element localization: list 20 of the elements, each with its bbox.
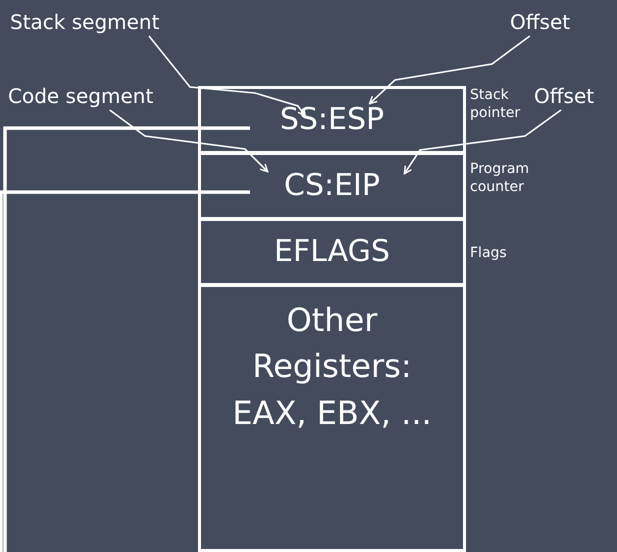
register-name: SS:ESP: [280, 101, 384, 140]
side-label: Program counter: [470, 160, 530, 196]
leader-line: [148, 36, 306, 117]
register-box: [198, 152, 466, 220]
leader-line: [404, 109, 562, 174]
segment-label: Offset: [534, 84, 594, 108]
register-name: Other Registers: EAX, EBX, ...: [231, 300, 433, 434]
register-name: CS:EIP: [284, 167, 380, 206]
register-name: EFLAGS: [274, 233, 390, 272]
segment-label: Offset: [510, 10, 570, 34]
connector-line: [0, 190, 250, 552]
register-box: [198, 86, 466, 154]
register-box: [198, 218, 466, 286]
segment-label: Stack segment: [10, 10, 160, 34]
segment-label: Code segment: [8, 84, 154, 108]
side-label: Flags: [470, 244, 508, 262]
connector-line: [3, 126, 250, 552]
leader-line: [368, 35, 530, 104]
register-box: [198, 284, 466, 552]
leader-line: [109, 109, 268, 172]
